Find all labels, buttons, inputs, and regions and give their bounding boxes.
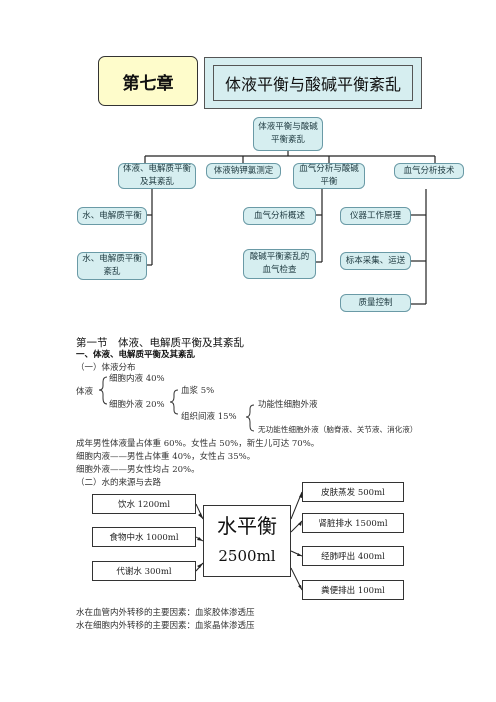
note-extracellular: 细胞外液——男女性均占 20%。: [76, 465, 200, 475]
mindmap-node-acid-base-blood-gas: 酸碱平衡紊乱的血气检查: [243, 249, 316, 279]
mindmap-branch-fluid-electrolyte: 体液、电解质平衡及其紊乱: [118, 163, 196, 189]
mindmap-root: 体液平衡与酸碱平衡紊乱: [253, 117, 323, 151]
water-balance-title: 水平衡: [217, 514, 277, 538]
footer-cellular-transfer: 水在细胞内外转移的主要因素：血浆晶体渗透压: [76, 621, 255, 631]
mindmap-node-instrument-principle: 仪器工作原理: [340, 207, 411, 225]
label-nonfunctional: 无功能性细胞外液（脑脊液、关节液、消化液）: [258, 425, 418, 434]
water-output-skin: 皮肤蒸发 500ml: [302, 482, 404, 502]
chapter-title: 体液平衡与酸碱平衡紊乱: [213, 65, 413, 101]
label-body-fluid: 体液: [76, 387, 94, 397]
mindmap-branch-blood-gas: 血气分析与酸碱平衡: [293, 163, 365, 189]
water-output-feces: 粪便排出 100ml: [302, 580, 404, 600]
section-title: 第一节 体液、电解质平衡及其紊乱: [76, 337, 244, 349]
note-body-fluid-percent: 成年男性体液量占体重 60%。女性占 50%，新生儿可达 70%。: [76, 439, 320, 449]
item-body-fluid-distribution: （一）体液分布: [76, 363, 136, 373]
water-output-kidney: 肾脏排水 1500ml: [302, 513, 404, 533]
mindmap-node-water-electrolyte: 水、电解质平衡: [77, 207, 147, 225]
water-balance-value: 2500ml: [218, 547, 276, 565]
item-water-source: （二）水的来源与去路: [76, 478, 162, 488]
footer-vascular-transfer: 水在血管内外转移的主要因素：血浆胶体渗透压: [76, 608, 255, 618]
label-plasma: 血浆 5%: [181, 386, 215, 396]
water-source-drinking: 饮水 1200ml: [92, 494, 196, 514]
mindmap-node-blood-gas-overview: 血气分析概述: [243, 207, 316, 225]
water-source-food: 食物中水 1000ml: [92, 527, 196, 547]
mindmap-branch-blood-gas-tech: 血气分析技术: [394, 163, 464, 179]
mindmap-node-specimen-collection: 标本采集、运送: [340, 252, 411, 270]
label-intracellular: 细胞内液 40%: [109, 374, 165, 384]
label-functional: 功能性细胞外液: [258, 400, 318, 410]
section-subtitle: 一、体液、电解质平衡及其紊乱: [76, 350, 196, 360]
label-extracellular: 细胞外液 20%: [109, 400, 165, 410]
water-balance-center: 水平衡 2500ml: [203, 505, 291, 577]
note-intracellular: 细胞内液——男性占体重 40%，女性占 35%。: [76, 452, 256, 462]
chapter-label: 第七章: [98, 56, 198, 106]
mindmap-branch-na-k-cl: 体液钠钾氯测定: [206, 163, 281, 179]
mindmap-node-water-electrolyte-disorder: 水、电解质平衡紊乱: [77, 252, 147, 280]
mindmap-node-quality-control: 质量控制: [340, 294, 411, 312]
water-output-lung: 经肺呼出 400ml: [302, 546, 404, 566]
label-interstitial: 组织间液 15%: [181, 412, 237, 422]
water-source-metabolic: 代谢水 300ml: [92, 561, 196, 581]
